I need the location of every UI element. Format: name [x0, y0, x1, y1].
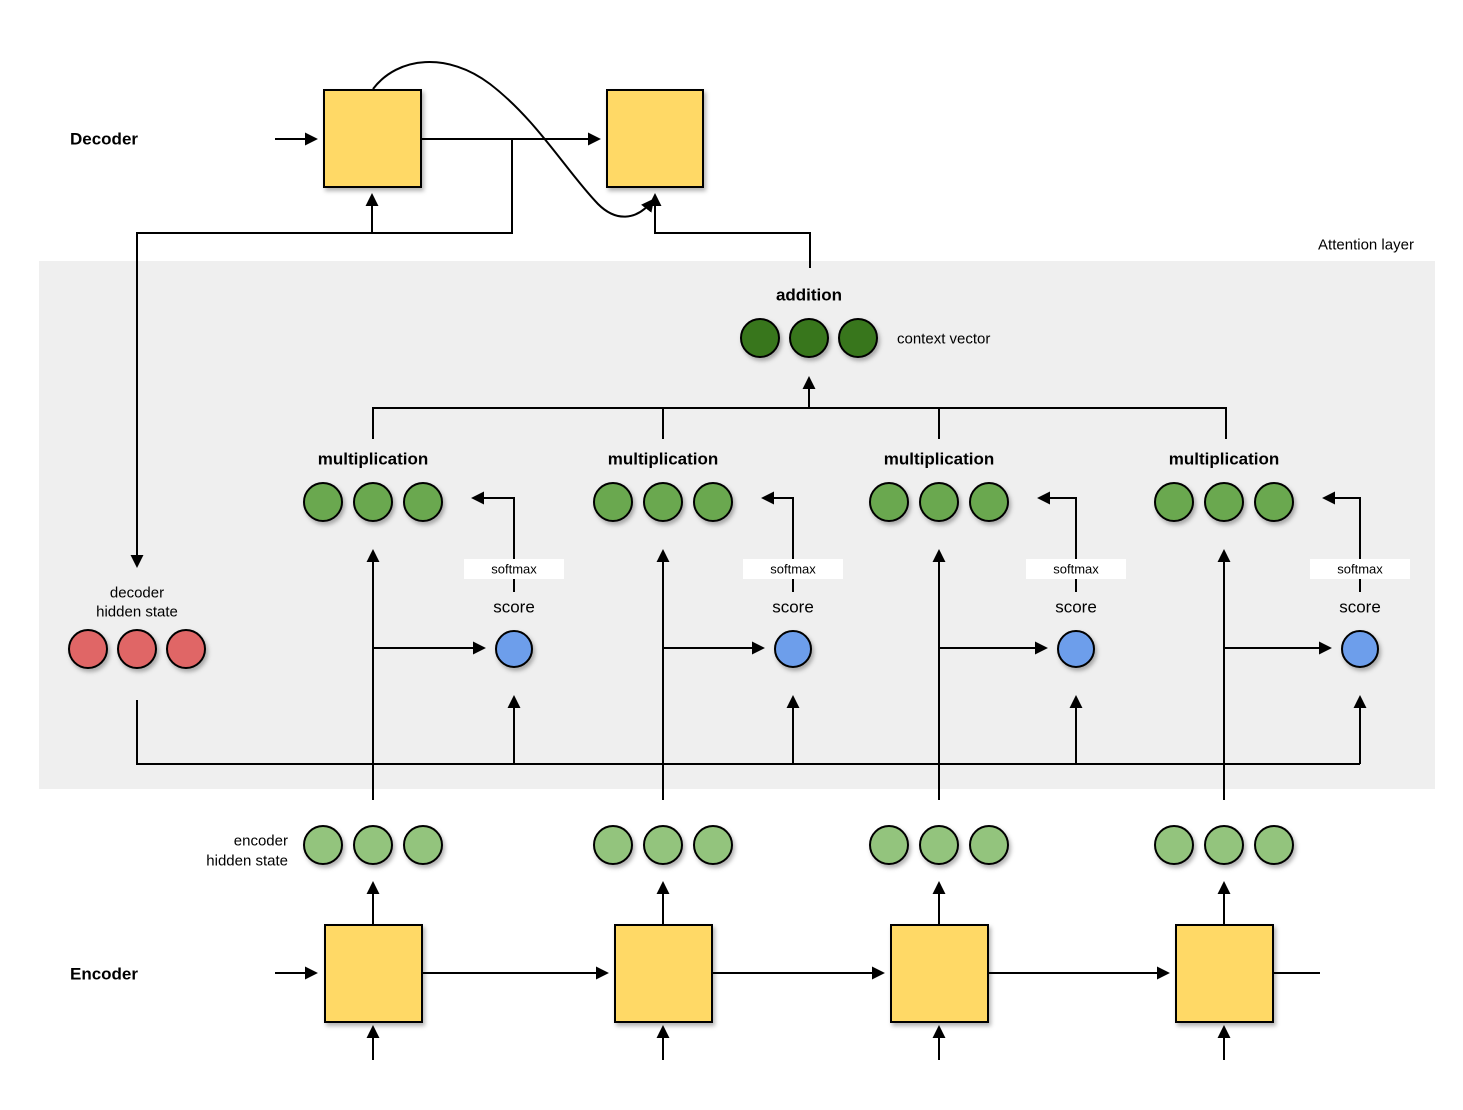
encoder-section: Encoder [70, 881, 1320, 1060]
softmax-label: softmax [1337, 562, 1383, 577]
context-to-decoder-arrow [648, 193, 811, 268]
decoder-hidden-state-node [166, 629, 206, 669]
encoder-hidden-state-node [869, 825, 909, 865]
score-node [1057, 630, 1095, 668]
context-vector-label: context vector [897, 331, 990, 348]
weighted-value-node [593, 482, 633, 522]
weighted-value-node [303, 482, 343, 522]
encoder-hidden-state-node [353, 825, 393, 865]
encoder-hidden-state-node [593, 825, 633, 865]
context-vector-node [740, 318, 780, 358]
score-node [1341, 630, 1379, 668]
context-vector-node [789, 318, 829, 358]
addition-group: addition context vector [372, 286, 1227, 439]
softmax-label: softmax [491, 562, 537, 577]
weighted-value-node [919, 482, 959, 522]
softmax-label: softmax [770, 562, 816, 577]
encoder-hidden-state-group-1 [303, 825, 443, 865]
weighted-value-node [1154, 482, 1194, 522]
encoder-hidden-state-node [1204, 825, 1244, 865]
encoder-hidden-state-group-2 [593, 825, 733, 865]
decoder-hidden-state-label-line2: hidden state [96, 604, 178, 621]
softmax-box [1310, 559, 1410, 579]
multiplication-label: multiplication [1169, 450, 1280, 469]
softmax-to-multiplication-arrow [761, 491, 794, 559]
decoder-recurrent-curve-arrow [372, 61, 655, 218]
weighted-value-node [643, 482, 683, 522]
encoder-hidden-state-section: encoder hidden state [206, 825, 1294, 870]
weighted-value-node [403, 482, 443, 522]
decoder-hidden-state-node [68, 629, 108, 669]
encoder-hidden-state-group-3 [869, 825, 1009, 865]
decoder-label: Decoder [70, 130, 138, 149]
softmax-to-multiplication-arrow [471, 491, 515, 559]
weighted-value-node [969, 482, 1009, 522]
multiplication-label: multiplication [318, 450, 429, 469]
weighted-value-node [353, 482, 393, 522]
encoder-hidden-state-node [919, 825, 959, 865]
decoder-hidden-state-node [117, 629, 157, 669]
score-label: score [772, 598, 814, 617]
attention-column-2: multiplication softmax score [593, 450, 843, 800]
multiplication-label: multiplication [884, 450, 995, 469]
encoder-hidden-state-node [1154, 825, 1194, 865]
context-vector-node [838, 318, 878, 358]
encoder-hidden-state-node [693, 825, 733, 865]
attention-layer-panel [39, 261, 1435, 789]
encoder-hidden-state-node [403, 825, 443, 865]
encoder-hidden-state-node [303, 825, 343, 865]
weighted-value-node [693, 482, 733, 522]
encoder-hidden-state-node [969, 825, 1009, 865]
decoder-hidden-state-label-line1: decoder [110, 585, 164, 602]
softmax-to-multiplication-arrow [1322, 491, 1361, 559]
score-bus [136, 700, 1360, 765]
summation-bus [372, 407, 1227, 439]
softmax-label: softmax [1053, 562, 1099, 577]
attention-column-3: multiplication softmax score [869, 450, 1126, 800]
softmax-to-multiplication-arrow [1037, 491, 1077, 559]
score-label: score [1055, 598, 1097, 617]
weighted-value-node [1204, 482, 1244, 522]
encoder-hidden-state-node [1254, 825, 1294, 865]
encoder-label: Encoder [70, 965, 138, 984]
encoder-cell-4 [1175, 924, 1274, 1023]
encoder-cell-2 [614, 924, 713, 1023]
decoder-cell-2 [606, 89, 704, 188]
attention-column-4: multiplication softmax score [1154, 450, 1410, 800]
score-label: score [493, 598, 535, 617]
score-node [774, 630, 812, 668]
decoder-cell-1 [323, 89, 422, 188]
softmax-box [1026, 559, 1126, 579]
encoder-cell-3 [890, 924, 989, 1023]
softmax-box [743, 559, 843, 579]
decoder-state-drop-line [130, 139, 513, 568]
weighted-value-node [1254, 482, 1294, 522]
softmax-box [464, 559, 564, 579]
addition-label: addition [776, 286, 842, 305]
encoder-cell-1 [324, 924, 423, 1023]
decoder-section: Decoder [70, 61, 811, 568]
weighted-value-node [869, 482, 909, 522]
encoder-hidden-state-label-line2: hidden state [206, 853, 288, 870]
decoder-hidden-state-group: decoder hidden state [68, 585, 1360, 765]
multiplication-label: multiplication [608, 450, 719, 469]
attention-layer-label: Attention layer [1318, 237, 1414, 254]
score-label: score [1339, 598, 1381, 617]
score-node [495, 630, 533, 668]
encoder-hidden-state-node [643, 825, 683, 865]
attention-column-1: multiplication softmax score [303, 450, 564, 800]
encoder-hidden-state-label-line1: encoder [234, 833, 288, 850]
encoder-hidden-state-group-4 [1154, 825, 1294, 865]
